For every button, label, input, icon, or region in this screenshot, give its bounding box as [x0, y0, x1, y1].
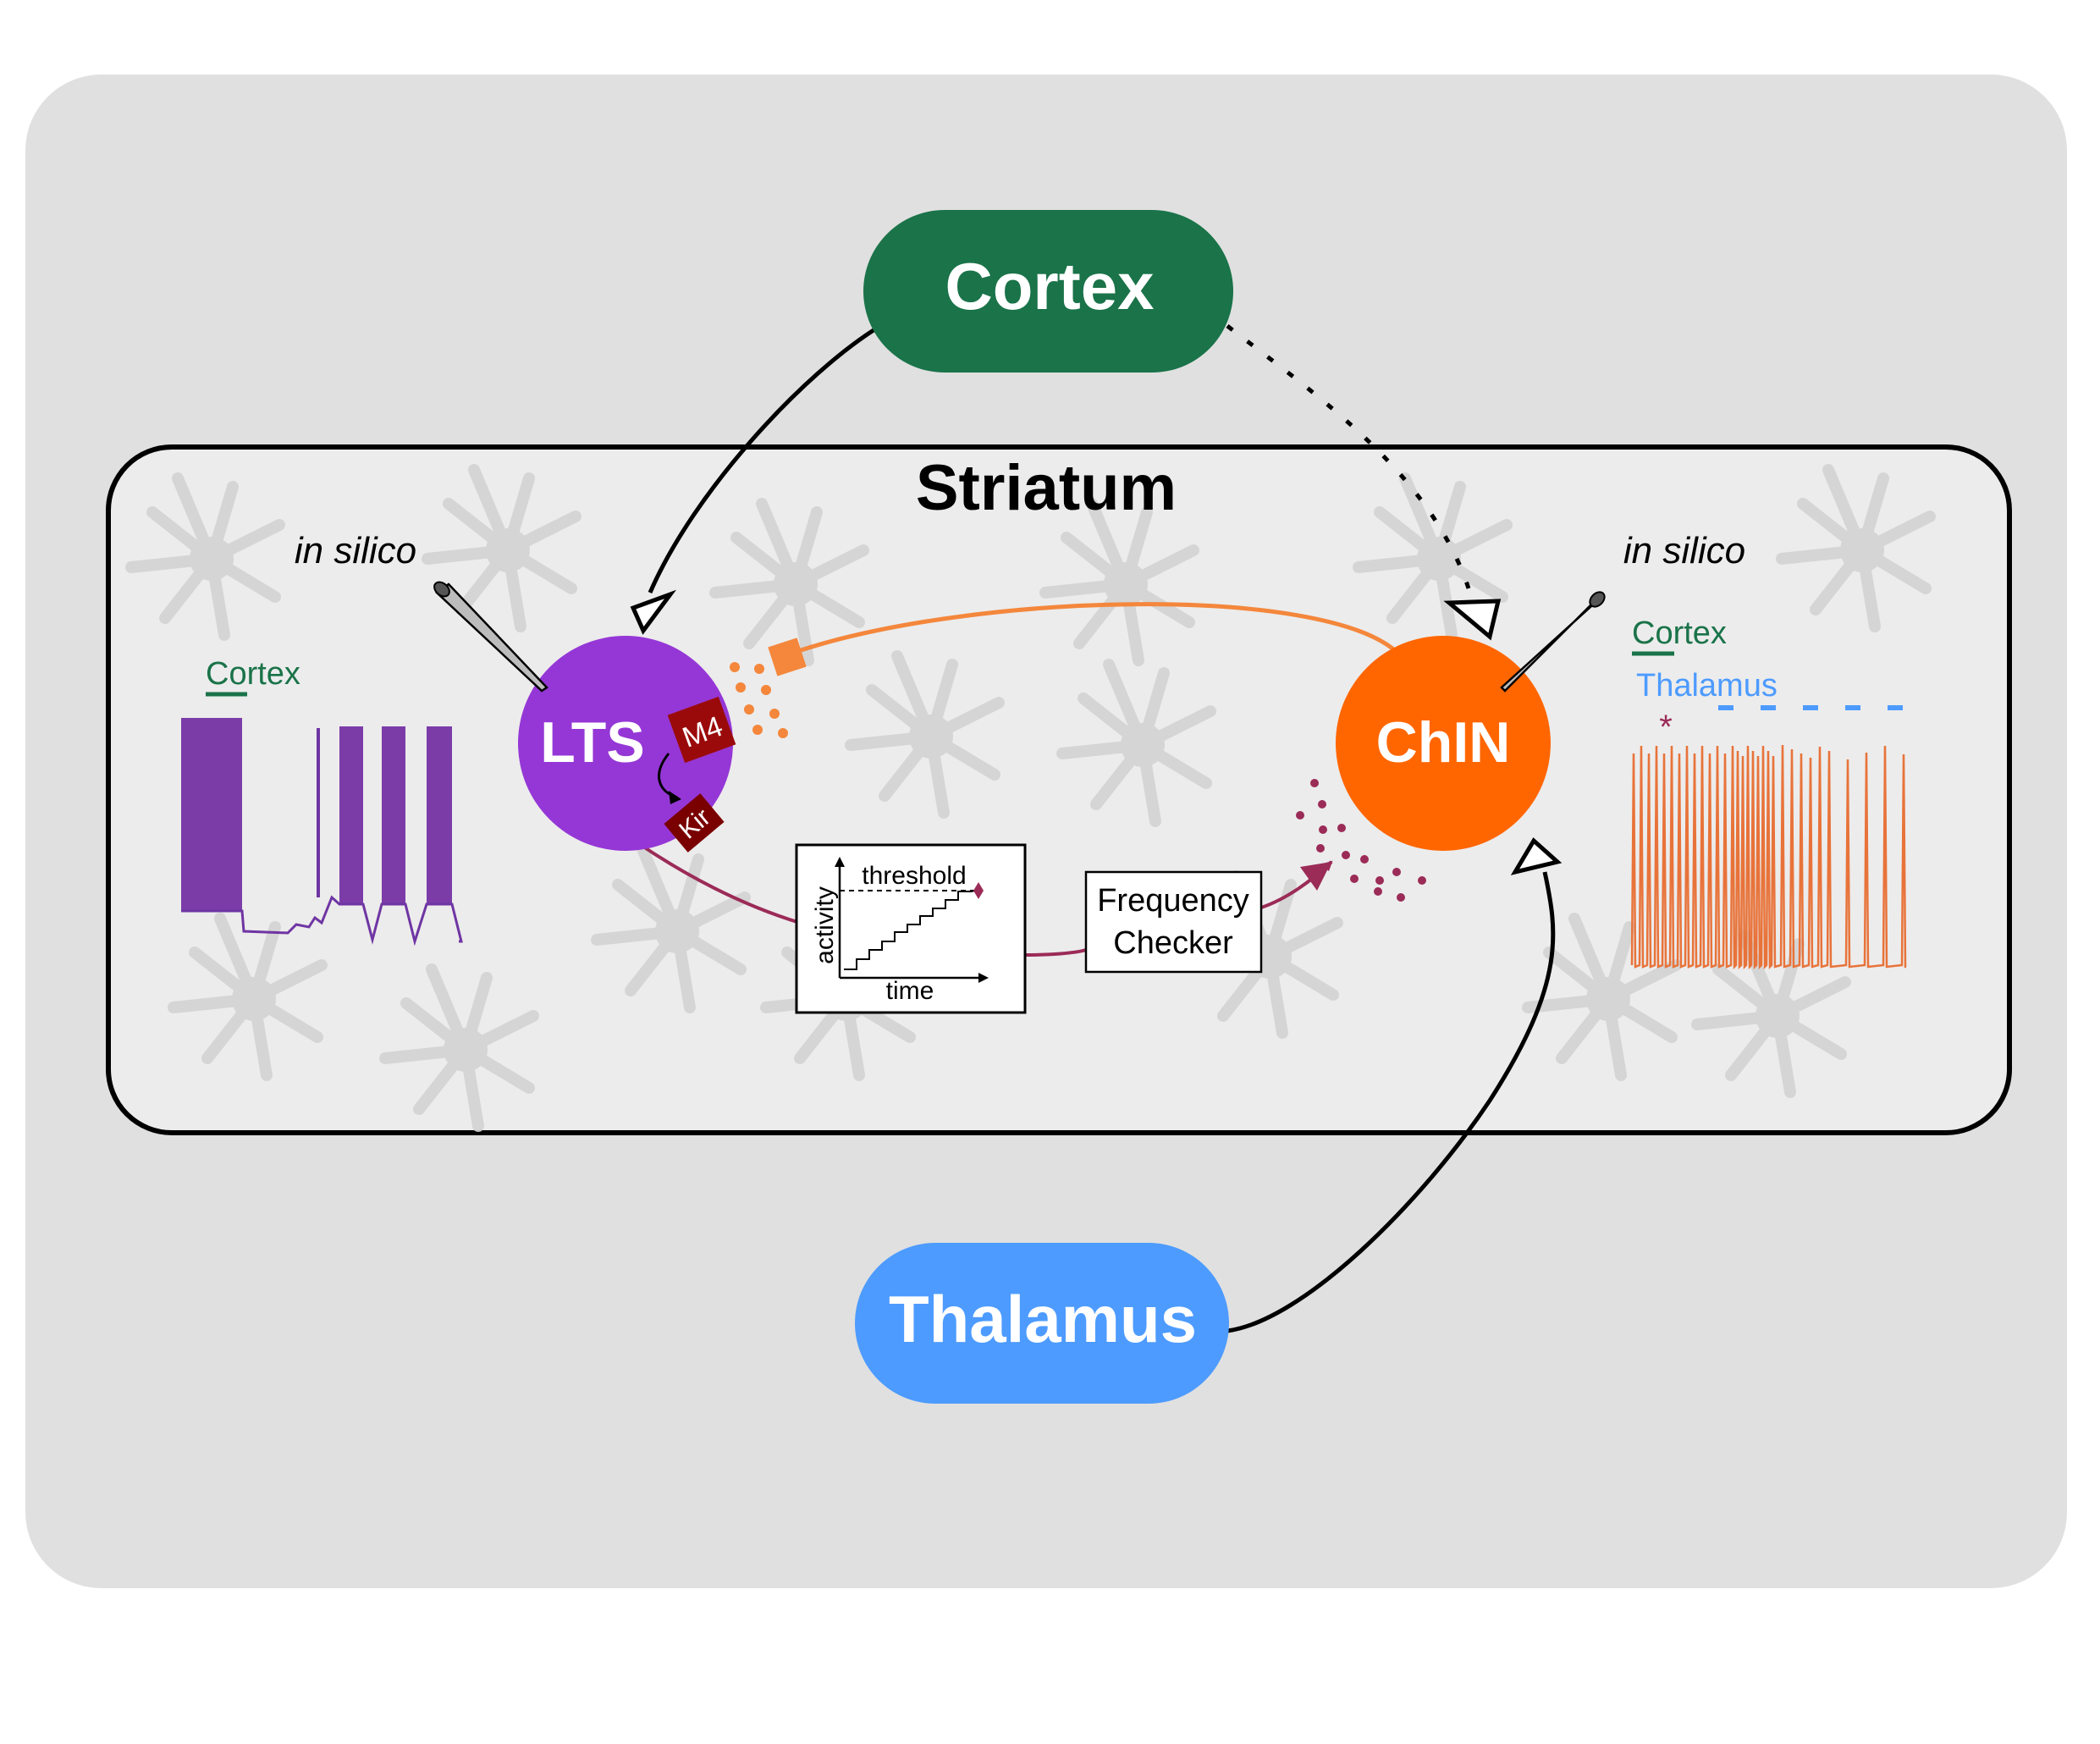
lts-label: LTS	[540, 710, 644, 775]
m4-to-kir-arrowhead	[669, 791, 681, 804]
time-axis-label: time	[886, 977, 934, 1005]
right-in-silico-label: in silico	[1623, 530, 1745, 571]
striatum-title: Striatum	[916, 452, 1177, 524]
left-electrode	[433, 581, 548, 693]
frequency-checker: Frequency Checker	[1084, 870, 1263, 974]
cortex-to-chin-terminal	[1443, 599, 1502, 641]
chin-trace-path	[1630, 744, 1907, 969]
thalamus-to-chin-connection	[1226, 871, 1556, 1333]
cortex-to-lts-connection	[648, 323, 882, 593]
cortex-to-chin-connection	[1226, 324, 1471, 589]
left-cortex-input-label: Cortex	[206, 656, 300, 692]
lts-pathway-segment-1	[642, 845, 801, 924]
right-electrode	[1500, 591, 1606, 693]
thalamus-to-chin-terminal	[1510, 837, 1563, 875]
right-thalamus-input-label: Thalamus	[1636, 668, 1778, 704]
cortex-to-lts-terminal	[630, 589, 676, 635]
chin-voltage-trace	[1630, 744, 1907, 969]
thalamus-label: Thalamus	[889, 1282, 1197, 1356]
frequency-checker-line1: Frequency	[1097, 883, 1249, 919]
striatum-box	[106, 444, 2012, 1135]
threshold-plot: threshold time activity	[795, 843, 1027, 1014]
threshold-label: threshold	[862, 862, 966, 890]
lts-voltage-trace	[181, 718, 463, 947]
chin-label: ChIN	[1376, 710, 1511, 775]
threshold-crossing-marker	[973, 882, 984, 899]
lts-pathway-segment-2	[1023, 948, 1087, 957]
acetylcholine-release-dots	[730, 662, 788, 738]
pathway-arrowhead	[1300, 862, 1331, 891]
acetylcholine-terminal	[768, 637, 807, 676]
chin-neuron[interactable]	[1336, 636, 1551, 851]
left-in-silico-label: in silico	[295, 530, 416, 571]
spike-marker: *	[1659, 709, 1673, 746]
cortex-region[interactable]	[863, 210, 1233, 373]
frequency-checker-line2: Checker	[1113, 925, 1233, 961]
thalamus-region[interactable]	[855, 1243, 1229, 1404]
chin-to-lts-projection	[795, 602, 1398, 654]
activity-axis-label: activity	[811, 886, 839, 964]
m4-receptor: M4	[667, 696, 736, 764]
cortex-label: Cortex	[945, 249, 1154, 323]
right-cortex-input-label: Cortex	[1632, 615, 1727, 651]
pathway-release-dots	[1296, 779, 1426, 902]
lts-neuron[interactable]	[518, 636, 733, 851]
activity-staircase	[844, 890, 976, 970]
